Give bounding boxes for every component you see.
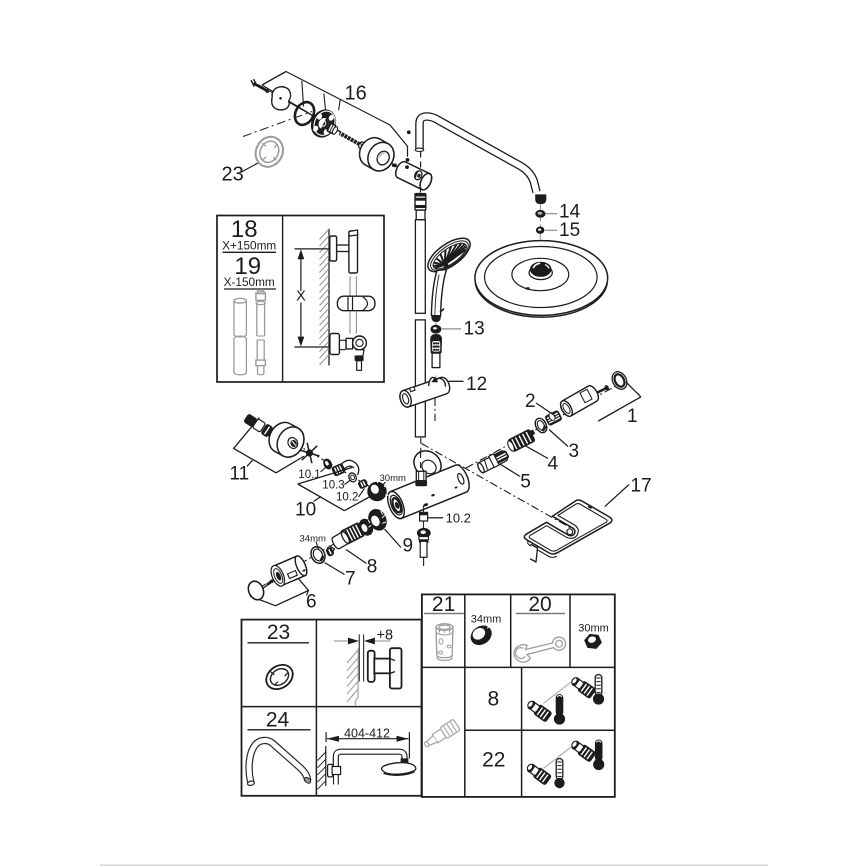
svg-text:21: 21 <box>432 593 455 616</box>
svg-text:8: 8 <box>487 688 499 711</box>
svg-text:+8: +8 <box>377 628 394 644</box>
svg-text:9: 9 <box>403 536 414 557</box>
svg-text:19: 19 <box>234 253 261 280</box>
svg-text:10.2: 10.2 <box>336 491 358 503</box>
svg-text:6: 6 <box>306 592 317 613</box>
svg-text:8: 8 <box>367 557 378 578</box>
svg-text:13: 13 <box>464 319 485 340</box>
svg-text:7: 7 <box>345 569 356 590</box>
svg-text:404-412: 404-412 <box>344 726 390 740</box>
svg-text:15: 15 <box>559 220 580 241</box>
svg-text:30mm: 30mm <box>578 623 609 635</box>
svg-text:14: 14 <box>559 201 581 222</box>
svg-text:3: 3 <box>569 441 580 462</box>
svg-text:22: 22 <box>482 749 505 772</box>
svg-text:10.2: 10.2 <box>446 510 471 525</box>
svg-text:23: 23 <box>267 621 290 644</box>
svg-text:10.3: 10.3 <box>322 480 344 492</box>
svg-text:2: 2 <box>525 391 536 412</box>
svg-text:17: 17 <box>631 476 652 497</box>
svg-text:20: 20 <box>528 593 551 616</box>
svg-text:4: 4 <box>548 454 559 475</box>
svg-text:X-150mm: X-150mm <box>224 275 275 289</box>
svg-text:30mm: 30mm <box>380 473 406 484</box>
svg-text:34mm: 34mm <box>300 534 326 545</box>
svg-text:23: 23 <box>222 164 244 186</box>
svg-text:18: 18 <box>231 216 258 243</box>
svg-text:24: 24 <box>266 709 290 732</box>
svg-text:34mm: 34mm <box>471 614 502 626</box>
svg-text:5: 5 <box>520 472 531 493</box>
svg-text:1: 1 <box>627 406 638 427</box>
svg-text:12: 12 <box>466 374 487 395</box>
svg-text:X+150mm: X+150mm <box>222 239 276 253</box>
svg-text:X: X <box>296 289 306 305</box>
svg-text:10: 10 <box>295 500 316 521</box>
svg-text:16: 16 <box>345 83 367 105</box>
svg-text:11: 11 <box>230 464 250 485</box>
svg-text:10.1: 10.1 <box>298 469 320 481</box>
